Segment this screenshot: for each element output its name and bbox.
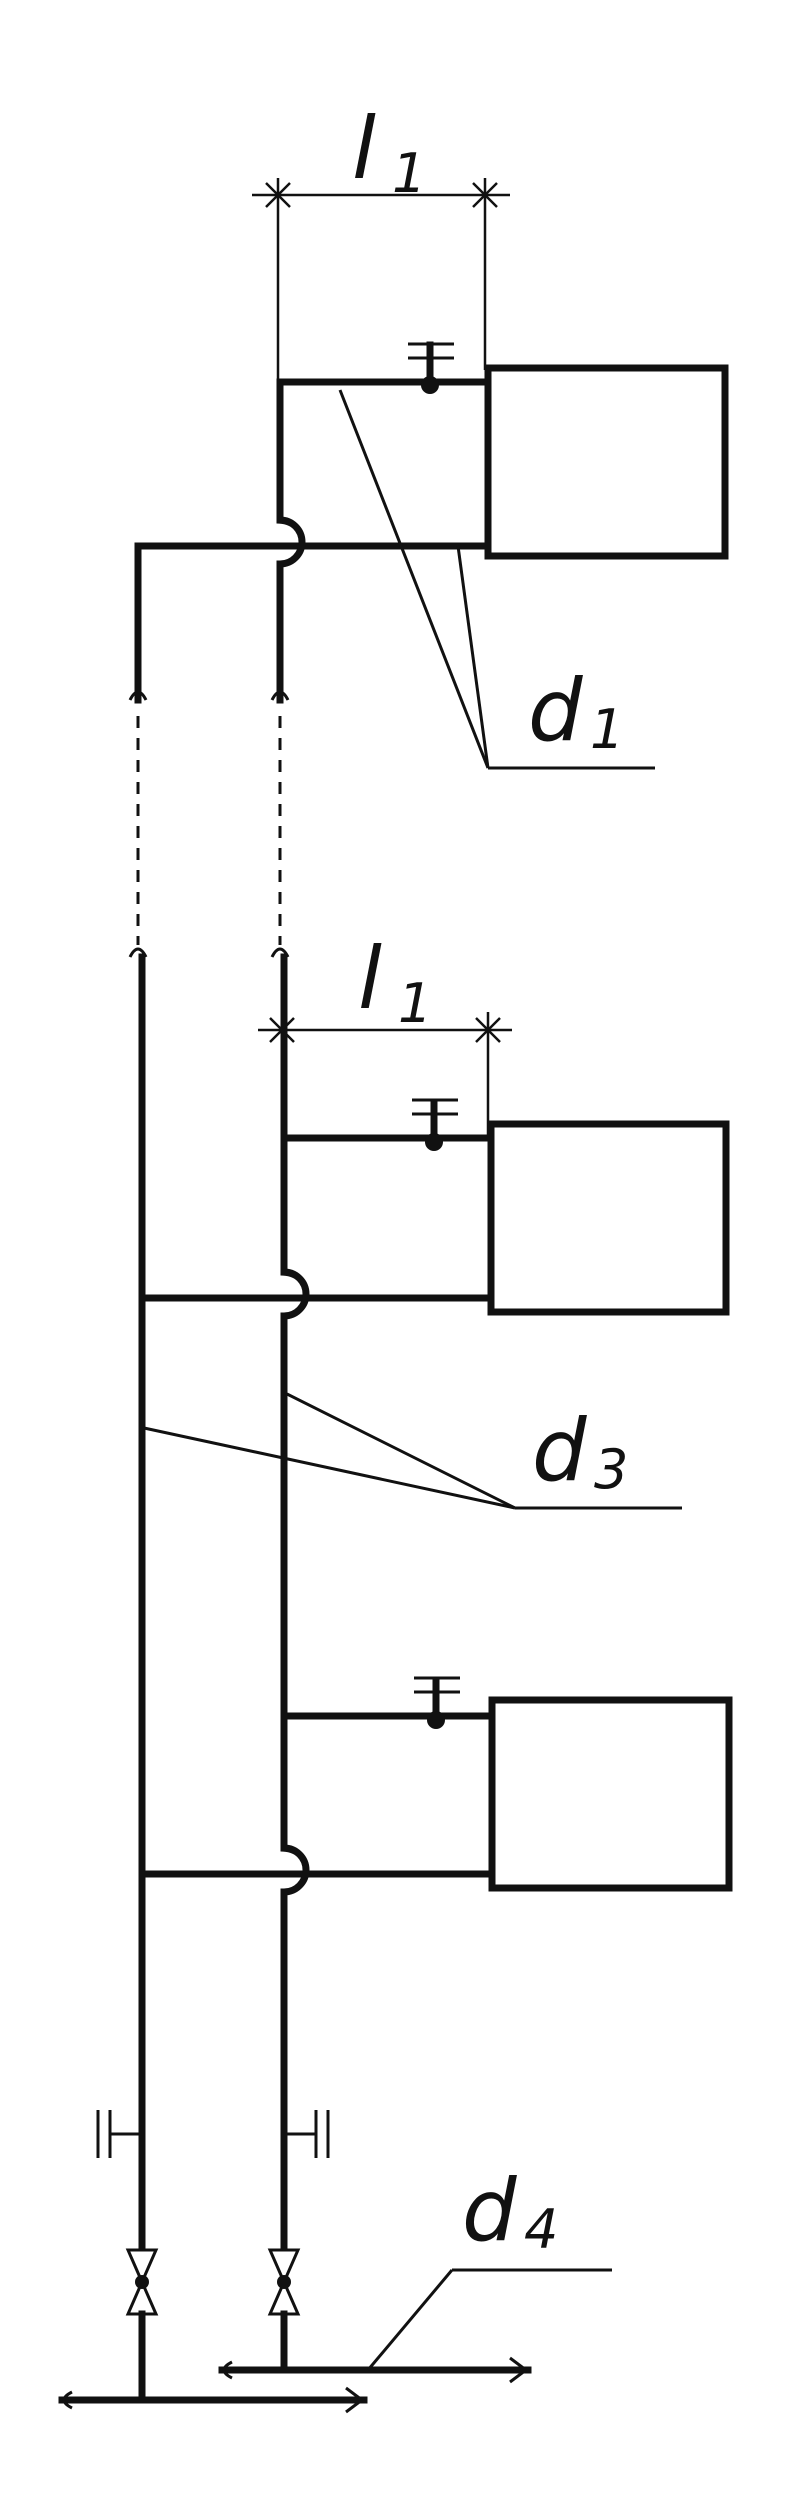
middle-floor-section: l 1 d 3: [128, 929, 730, 2256]
label-d3-sub: 3: [594, 1438, 628, 1501]
valve-icon: [408, 341, 454, 394]
bottom-main-section: d 4: [58, 2110, 612, 2414]
leader-d1: d 1: [338, 389, 655, 770]
label-d1-sub: 1: [590, 698, 624, 761]
break-mark-supply-main-left: [222, 2360, 233, 2380]
label-d3: d: [532, 1401, 587, 1501]
label-d4-sub: 4: [524, 2198, 558, 2261]
dimension-l1-middle: l 1: [258, 929, 512, 1135]
crossover-bump-middle: [280, 1268, 310, 1444]
supply-branch-top: [276, 378, 489, 524]
valve-icon: [414, 1676, 460, 1729]
return-branch-top: [134, 542, 490, 704]
shutoff-valve-left-icon: [125, 2248, 159, 2316]
arrow-supply-main-right-icon: [509, 2356, 529, 2384]
label-d1: d: [528, 661, 583, 761]
break-mark-right-top: [270, 690, 290, 701]
break-mark-left-top: [128, 690, 148, 701]
dimension-l1-top: l 1: [252, 99, 510, 385]
label-l1-middle: l: [358, 929, 382, 1029]
arrow-return-main-right-icon: [345, 2386, 365, 2414]
leader-d3: d 3: [143, 1392, 682, 1510]
break-mark-return-main-left: [62, 2390, 73, 2410]
label-d4: d: [462, 2161, 517, 2261]
slope-mark-right-icon: [284, 2110, 330, 2158]
label-l1-top: l: [352, 99, 376, 199]
radiator-middle: [487, 1120, 730, 1316]
lower-floor-section: [138, 1436, 733, 2256]
shutoff-valve-right-icon: [267, 2248, 301, 2316]
label-l1-top-sub: 1: [392, 142, 426, 205]
label-l1-middle-sub: 1: [398, 972, 432, 1035]
radiator-lower: [488, 1696, 733, 1892]
crossover-bump-lower: [280, 1844, 310, 2256]
radiator-top: [484, 364, 729, 560]
crossover-bump-top: [276, 516, 306, 704]
leader-d4: d 4: [366, 2161, 612, 2371]
slope-mark-left-icon: [96, 2110, 142, 2158]
valve-icon: [412, 1098, 458, 1151]
top-floor-section: l 1 d 1: [128, 99, 729, 770]
